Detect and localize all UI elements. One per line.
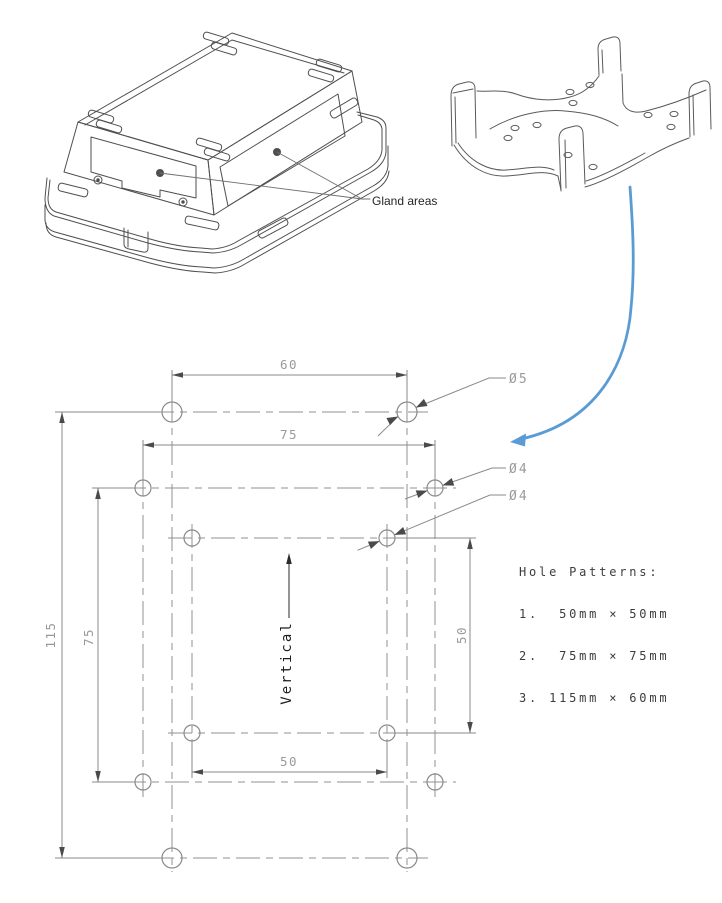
- extension-lines: [55, 370, 476, 859]
- diameter-callout-leaders: [357, 377, 506, 551]
- enclosure-base-flange: [44, 97, 390, 274]
- hole-50x50: [378, 724, 396, 742]
- dim-50-height-label: 50: [454, 626, 469, 644]
- enclosure-right-wall: [207, 70, 363, 216]
- callout-arrowheads: [367, 398, 455, 549]
- dim-75-width-label: 75: [280, 427, 298, 442]
- hole-75x75: [426, 773, 444, 791]
- bracket-plate-outline: [453, 73, 707, 191]
- hole-pattern-item: 1. 50mm × 50mm: [519, 607, 670, 621]
- hole-pattern-item: 3. 115mm × 60mm: [519, 691, 670, 705]
- hole-115x60: [396, 401, 418, 423]
- dimension-lines: [61, 374, 471, 858]
- center-lines: [122, 398, 456, 872]
- hole-50x50: [183, 724, 201, 742]
- gland-area-leaders: [156, 148, 371, 200]
- hole-115x60: [161, 401, 183, 423]
- hole-50x50: [183, 529, 201, 547]
- enclosure-top-face-inner-rim: [84, 39, 345, 126]
- callout-dia5-label: Ø5: [509, 372, 529, 387]
- front-clip-tab: [123, 227, 149, 253]
- enclosure-isometric-view: [44, 31, 390, 274]
- screw-bosses: [93, 175, 188, 207]
- hole-patterns-note: Hole Patterns: 1. 50mm × 50mm 2. 75mm × …: [519, 537, 669, 733]
- hole-patterns-title: Hole Patterns:: [519, 565, 660, 579]
- vertical-orientation-arrow: [286, 553, 292, 618]
- blue-arrowhead: [510, 433, 526, 447]
- dimension-arrowheads: [59, 372, 473, 858]
- dim-60-label: 60: [280, 357, 298, 372]
- vertical-orientation-label: Vertical: [279, 621, 295, 704]
- dim-50-width-label: 50: [280, 754, 298, 769]
- hole-75x75: [134, 773, 152, 791]
- gland-areas-label: Gland areas: [372, 194, 438, 208]
- bracket-holes: [503, 81, 679, 171]
- bracket-isometric-view: [450, 36, 712, 192]
- gland-panel-right: [219, 93, 346, 207]
- enclosure-left-wall: [63, 121, 215, 216]
- enclosure-corner-slots: [87, 31, 343, 162]
- dim-115-label: 115: [43, 621, 58, 648]
- gland-panel-left: [90, 136, 197, 199]
- hole-50x50: [378, 529, 396, 547]
- hole-115x60: [161, 847, 183, 869]
- callout-dia4-inner-label: Ø4: [509, 489, 529, 504]
- hole-75x75: [134, 479, 152, 497]
- hole-pattern-drawing: 60 75 115 75 50 50 Ø5 Ø4 Ø4 Vertical: [43, 357, 529, 872]
- mounting-holes: [134, 401, 444, 869]
- hole-75x75: [426, 479, 444, 497]
- bracket-tabs: [450, 36, 712, 192]
- dim-75-height-label: 75: [81, 628, 96, 646]
- blue-curved-arrow: [510, 185, 635, 447]
- hole-pattern-item: 2. 75mm × 75mm: [519, 649, 670, 663]
- hole-115x60: [396, 847, 418, 869]
- callout-dia4-mid-label: Ø4: [509, 462, 529, 477]
